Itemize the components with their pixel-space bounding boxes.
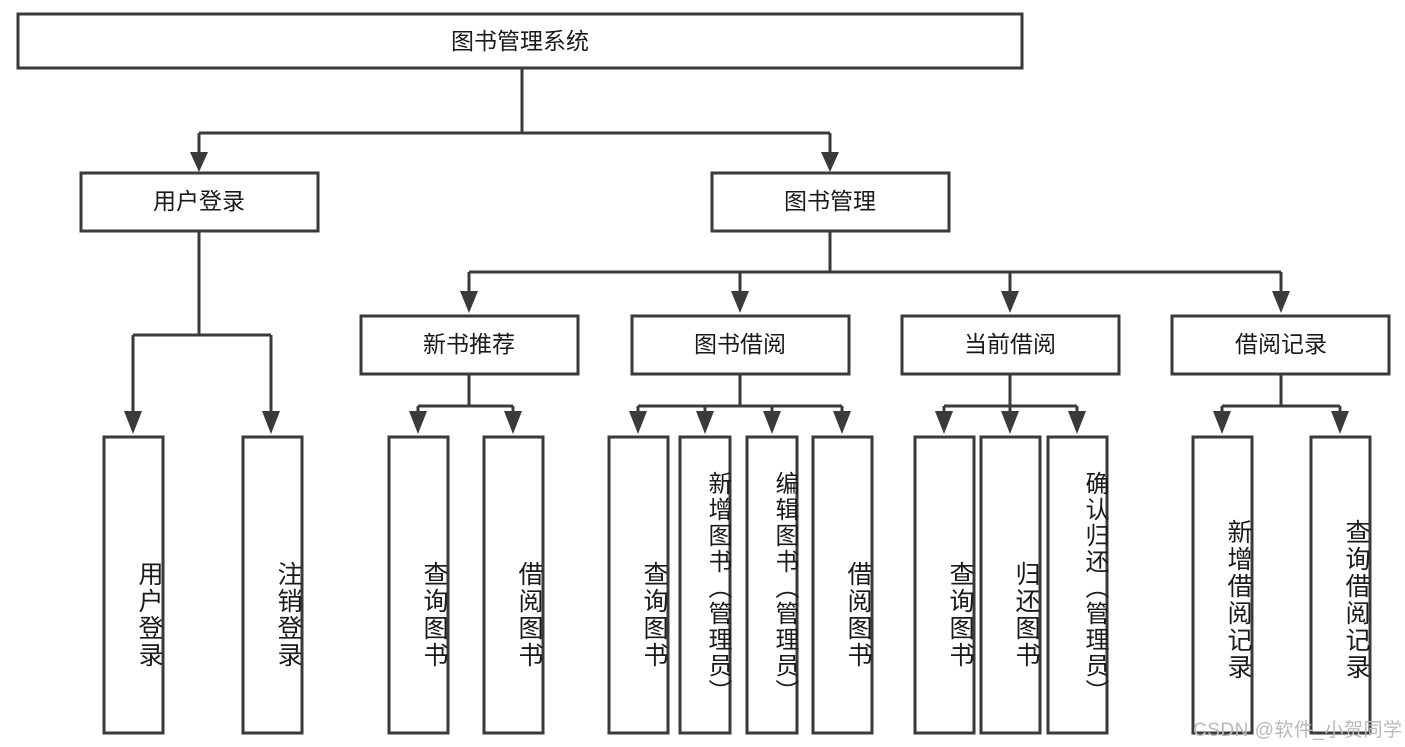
current-borrow-box-rect xyxy=(900,314,1121,376)
book-borrow-box-rect xyxy=(630,314,851,376)
node-book-management[interactable]: 图书管理 xyxy=(710,171,951,233)
leaf-box-bb-add-book[interactable] xyxy=(678,435,732,735)
leaf-box-user-logout[interactable] xyxy=(241,435,304,735)
csdn-watermark: CSDN @软件_小贺同学 xyxy=(1193,720,1403,741)
leaf-box-user-login[interactable] xyxy=(102,435,165,735)
borrow-record-box-rect xyxy=(1170,314,1391,376)
node-user-login[interactable]: 用户登录 xyxy=(79,171,320,233)
node-new-book-recommend[interactable]: 新书推荐 xyxy=(359,314,580,376)
arrow-head-nbr-2 xyxy=(504,411,522,434)
arrow-head-level2-1 xyxy=(190,152,208,172)
user-login-box-label: 用户登录 xyxy=(153,188,245,214)
root-box-label: 图书管理系统 xyxy=(451,28,589,54)
leaf-box-br-query-record[interactable] xyxy=(1309,435,1372,735)
arrow-head-user-login-1 xyxy=(124,411,142,434)
root-box-rect xyxy=(16,12,1024,70)
new-book-recommend-box-rect xyxy=(359,314,580,376)
arrow-head-nbr-1 xyxy=(409,411,427,434)
arrow-head-level3-2 xyxy=(731,291,749,313)
current-borrow-box-label: 当前借阅 xyxy=(964,331,1056,357)
node-root[interactable]: 图书管理系统 xyxy=(16,12,1024,70)
leaf-box-cb-query-book[interactable] xyxy=(913,435,976,735)
new-book-recommend-box-label: 新书推荐 xyxy=(423,331,515,357)
leaf-box-cb-confirm-return[interactable] xyxy=(1046,435,1109,735)
leaf-box-cb-return-book[interactable] xyxy=(979,435,1042,735)
arrow-head-cb-2 xyxy=(1001,411,1019,434)
arrow-head-bb-3 xyxy=(763,411,781,434)
node-current-borrow[interactable]: 当前借阅 xyxy=(900,314,1121,376)
arrow-head-level2-2 xyxy=(821,152,839,172)
leaf-box-bb-borrow-book[interactable] xyxy=(811,435,874,735)
book-borrow-box-label: 图书借阅 xyxy=(694,331,786,357)
arrow-head-br-1 xyxy=(1213,411,1231,434)
leaf-box-nbr-borrow-book[interactable] xyxy=(482,435,545,735)
node-book-borrow[interactable]: 图书借阅 xyxy=(630,314,851,376)
arrow-head-cb-3 xyxy=(1068,411,1086,434)
leaf-box-nbr-query-book[interactable] xyxy=(387,435,450,735)
arrow-head-bb-1 xyxy=(629,411,647,434)
arrow-head-user-login-2 xyxy=(262,411,280,434)
book-management-box-label: 图书管理 xyxy=(784,188,876,214)
leaf-box-bb-query-book[interactable] xyxy=(607,435,670,735)
node-borrow-record[interactable]: 借阅记录 xyxy=(1170,314,1391,376)
arrow-head-level3-3 xyxy=(1001,291,1019,313)
arrow-head-bb-4 xyxy=(833,411,851,434)
arrow-head-bb-2 xyxy=(696,411,714,434)
arrow-head-br-2 xyxy=(1331,411,1349,434)
arrow-head-level3-1 xyxy=(460,291,478,313)
arrow-head-cb-1 xyxy=(935,411,953,434)
leaf-box-br-add-record[interactable] xyxy=(1191,435,1254,735)
book-management-box-rect xyxy=(710,171,951,233)
arrow-head-level3-4 xyxy=(1272,291,1290,313)
leaf-box-bb-edit-book[interactable] xyxy=(745,435,799,735)
borrow-record-box-label: 借阅记录 xyxy=(1235,331,1327,357)
